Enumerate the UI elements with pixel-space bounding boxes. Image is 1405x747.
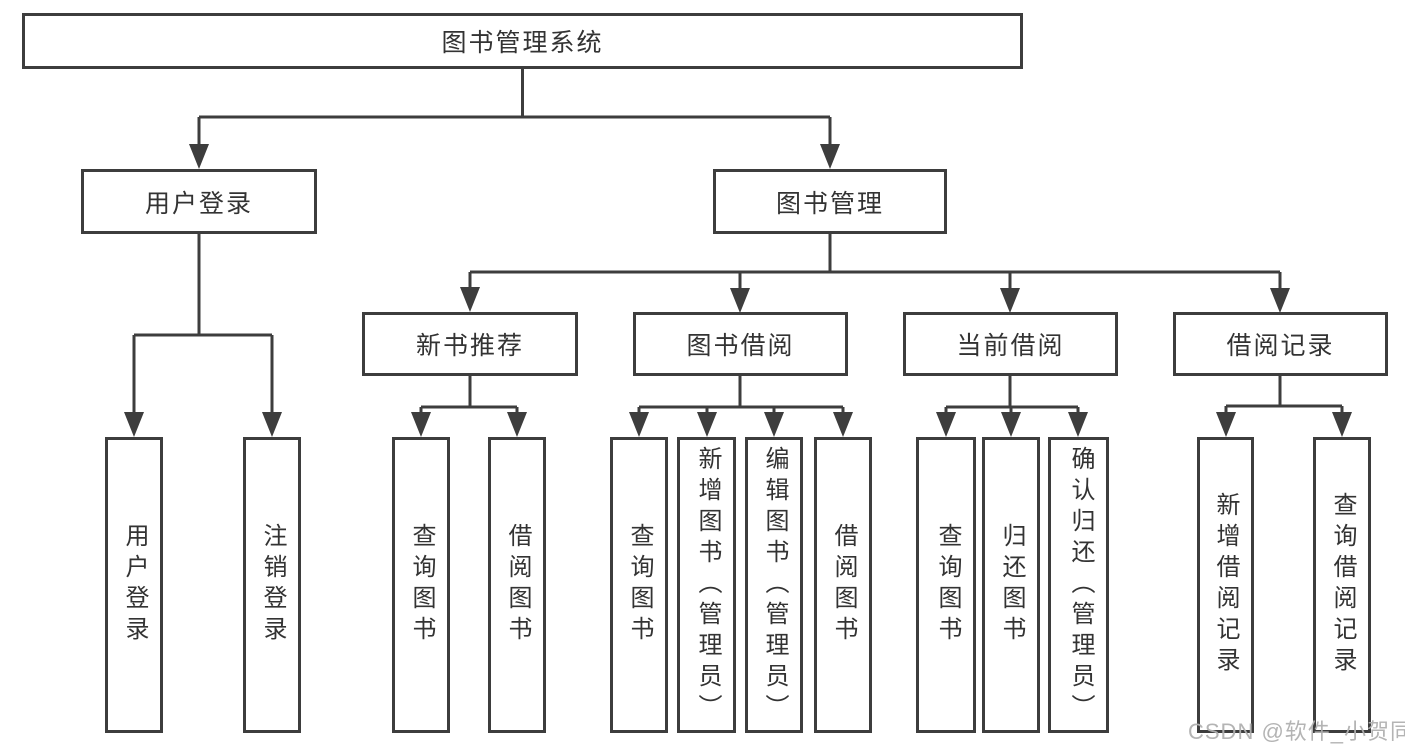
leaf-borrow-book-newbook: 借阅图书 <box>488 437 546 733</box>
arrowhead <box>697 412 717 437</box>
arrowheads <box>124 144 1352 437</box>
node-book-borrow: 图书借阅 <box>633 312 848 376</box>
leaf-query-borrow-record: 查询借阅记录 <box>1313 437 1371 733</box>
connector-root-to-level2 <box>197 69 832 146</box>
arrowhead <box>936 412 956 437</box>
arrowhead <box>730 288 750 313</box>
arrowhead <box>1332 412 1352 437</box>
leaf-add-book-admin: 新增图书（管理员） <box>677 437 736 733</box>
connector-bookborrow-to-leaves <box>637 376 845 414</box>
arrowhead <box>820 144 840 169</box>
leaf-logout-login: 注销登录 <box>243 437 301 733</box>
connector-newbook-to-leaves <box>419 376 519 414</box>
leaf-query-book-newbook: 查询图书 <box>392 437 450 733</box>
connector-records-to-leaves <box>1224 376 1344 414</box>
watermark: CSDN @软件_小贺同学 <box>1188 719 1405 744</box>
arrowhead <box>1270 288 1290 313</box>
arrowhead <box>507 412 527 437</box>
arrowhead <box>764 412 784 437</box>
arrowhead <box>460 287 480 312</box>
leaf-add-borrow-record: 新增借阅记录 <box>1197 437 1254 733</box>
node-borrow-records: 借阅记录 <box>1173 312 1388 376</box>
arrowhead <box>1068 412 1088 437</box>
connector-currentborrow-to-leaves <box>944 376 1080 414</box>
leaf-query-book-current: 查询图书 <box>916 437 976 733</box>
node-book-management: 图书管理 <box>713 169 947 234</box>
arrowhead <box>189 144 209 169</box>
arrowhead <box>1000 288 1020 313</box>
leaf-user-login: 用户登录 <box>105 437 163 733</box>
leaf-borrow-book-borrow: 借阅图书 <box>814 437 872 733</box>
node-user-login: 用户登录 <box>81 169 317 234</box>
connector-bookmgmt-to-level3 <box>468 234 1282 289</box>
arrowhead <box>629 412 649 437</box>
arrowhead <box>411 412 431 437</box>
arrowhead <box>262 412 282 437</box>
leaf-return-book: 归还图书 <box>982 437 1040 733</box>
connector-userlogin-to-leaves <box>132 234 274 414</box>
leaf-query-book-borrow: 查询图书 <box>610 437 668 733</box>
arrowhead <box>833 412 853 437</box>
node-root: 图书管理系统 <box>22 13 1023 69</box>
leaf-edit-book-admin: 编辑图书（管理员） <box>745 437 803 733</box>
node-current-borrow: 当前借阅 <box>903 312 1118 376</box>
arrowhead <box>124 412 144 437</box>
node-new-book-recommend: 新书推荐 <box>362 312 578 376</box>
leaf-confirm-return-admin: 确认归还（管理员） <box>1048 437 1109 733</box>
arrowhead <box>1216 412 1236 437</box>
arrowhead <box>1001 412 1021 437</box>
